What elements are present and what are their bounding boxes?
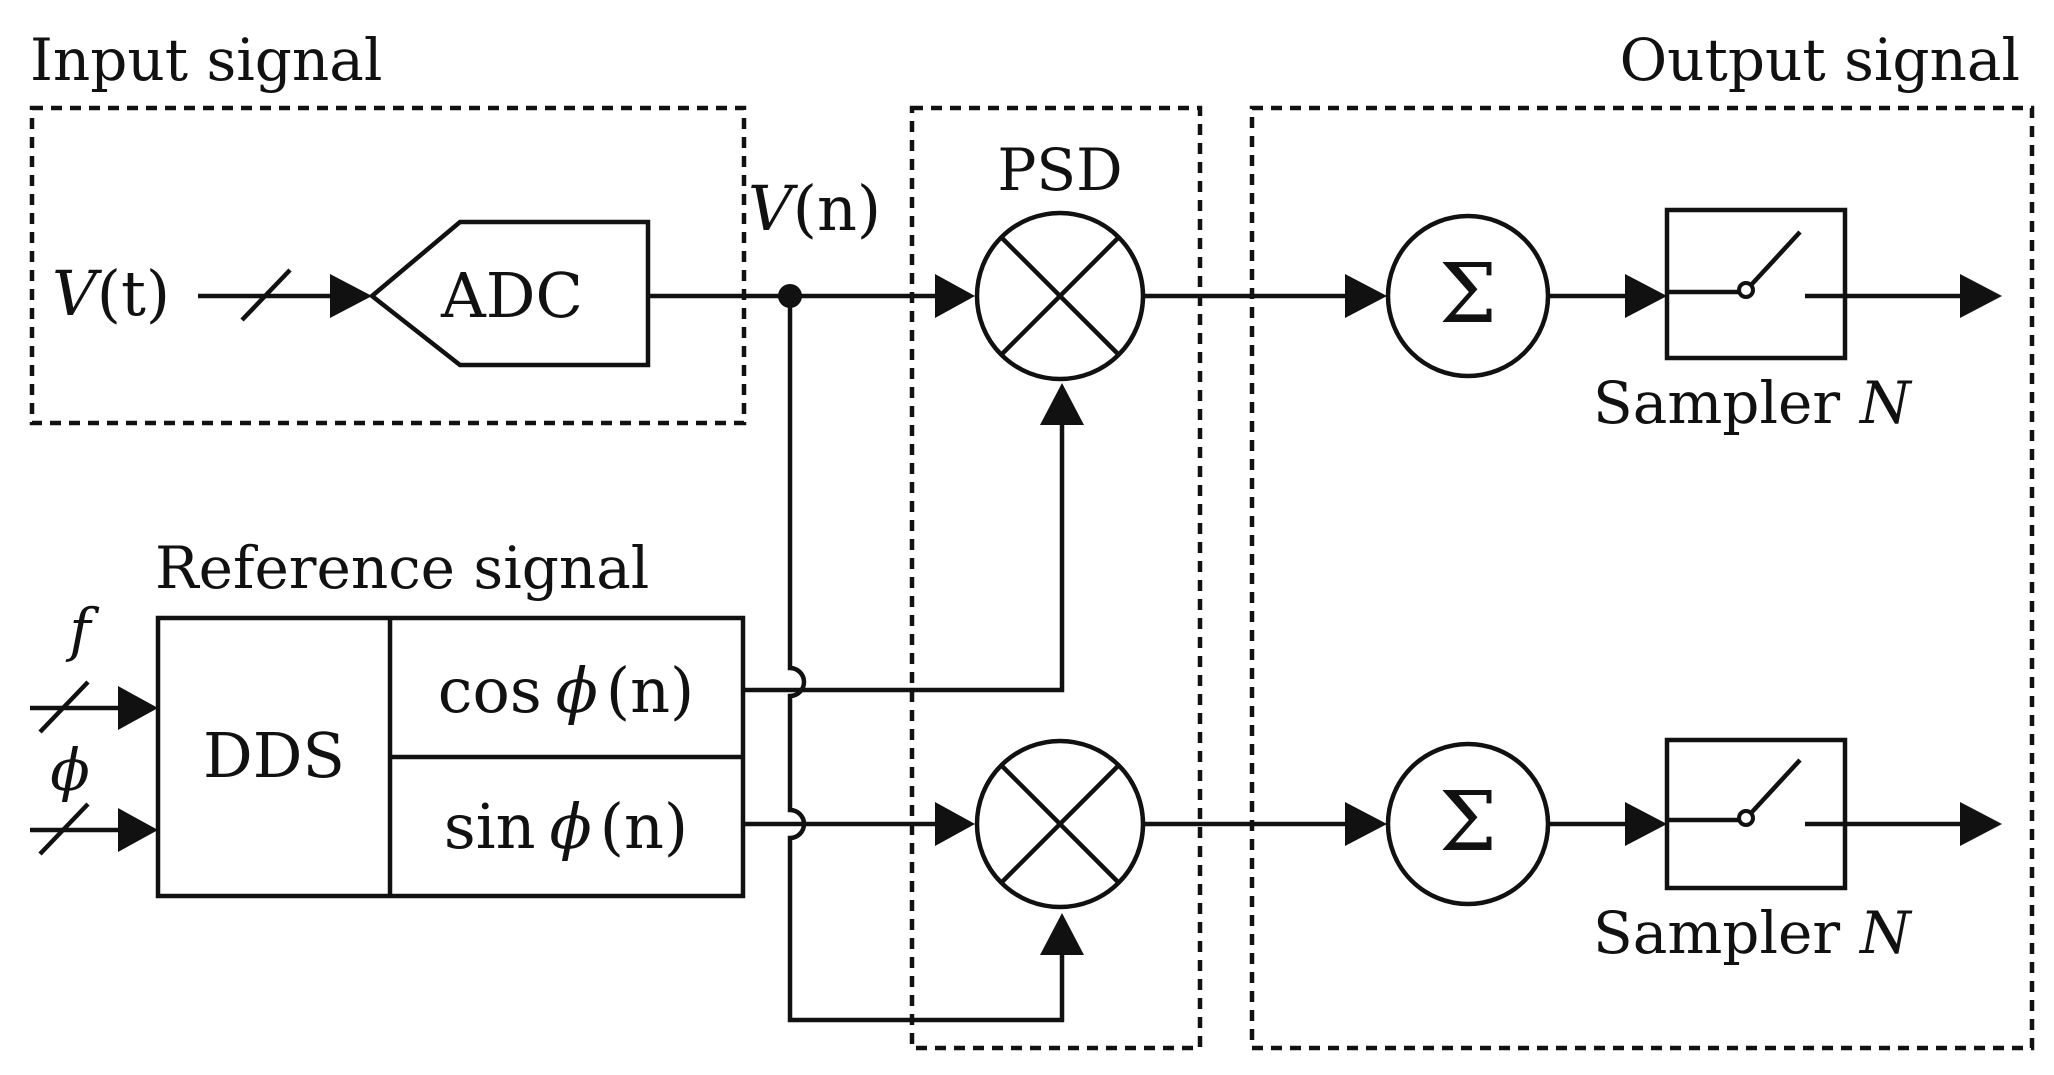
sampler-top [1664,207,1848,361]
reference-branch-wire [787,296,1065,1023]
arrow-phase-to-dds [118,808,158,852]
adc-block [368,219,651,368]
arrow-output-top [1960,274,2002,318]
psd-label: PSD [997,136,1122,204]
bus-slash-input [240,268,292,322]
arrow-cos-to-mixer-top [1040,383,1084,425]
arrow-frequency-to-dds [118,686,158,730]
bus-slash-phase [38,802,90,856]
sampled-voltage-label: V(n) [748,172,881,245]
sum-symbol-top: Σ [1439,247,1497,342]
mixer-top [974,210,1146,382]
bus-slash-frequency [38,680,90,734]
reference-signal-label: Reference signal [155,534,649,602]
arrow-to-sum-bottom [1345,802,1387,846]
arrow-to-sampler-bottom [1625,802,1667,846]
arrow-to-mixer-bottom-from-signal [1040,913,1084,955]
output-signal-label: Output signal [1620,26,2020,94]
arrow-to-adc [330,274,372,318]
psd-group [909,105,1203,1051]
arrow-to-sum-top [1345,274,1387,318]
input-signal-label: Input signal [30,26,382,94]
svg-text:V(t): V(t) [52,257,170,330]
adc-label: ADC [440,259,583,332]
output-signal-group [1249,105,2035,1051]
phase-label: ϕ [50,736,90,804]
sampler-bottom [1664,737,1848,891]
mixer-bottom [974,738,1146,910]
dds-label: DDS [203,719,345,792]
input-voltage-label: V(t) [52,257,170,330]
arrow-to-sampler-top [1625,274,1667,318]
svg-text:V(n): V(n) [748,172,881,245]
cos-output-wire [743,425,1065,693]
frequency-label: f [65,596,100,664]
arrow-output-bottom [1960,802,2002,846]
sum-symbol-bottom: Σ [1439,775,1497,870]
arrow-to-mixer-top [935,274,975,318]
arrow-sin-to-mixer-bottom [935,802,975,846]
